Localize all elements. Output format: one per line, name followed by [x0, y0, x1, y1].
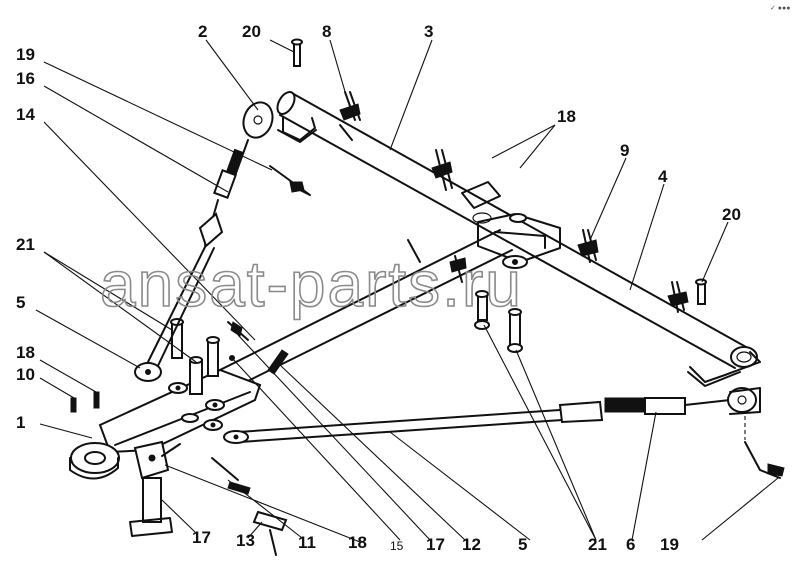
callout-20-right: 20 [722, 205, 741, 224]
callout-3: 3 [424, 22, 433, 41]
callout-21-left: 21 [16, 235, 35, 254]
callout-4: 4 [658, 167, 668, 186]
callout-11: 11 [298, 533, 316, 552]
callout-18-top: 18 [557, 107, 576, 126]
hitch-pins-and-clips [70, 38, 785, 556]
central-hinge-block [477, 213, 561, 269]
leader-lines [35, 39, 779, 543]
callout-15: 15 [390, 539, 404, 553]
callout-5-bottom: 5 [518, 535, 527, 554]
callout-1: 1 [16, 413, 25, 432]
callout-18-bottom: 18 [348, 533, 367, 552]
callout-16: 16 [16, 69, 35, 88]
callout-19-bottom: 19 [660, 535, 679, 554]
bolts-21 [474, 290, 523, 353]
jack-stand [129, 440, 181, 537]
callout-17-bottom: 17 [426, 535, 445, 554]
callout-14: 14 [16, 105, 35, 124]
callout-2: 2 [198, 22, 207, 41]
callout-20-top: 20 [242, 22, 261, 41]
corner-mark: ✓ ●●● [770, 5, 791, 12]
callout-10: 10 [16, 365, 35, 384]
callout-17-bottom-left: 17 [192, 528, 211, 547]
left-brace [134, 101, 274, 382]
callout-21-bottom: 21 [588, 535, 607, 554]
hitch-plate-assembly [69, 318, 262, 480]
callout-18-left: 18 [16, 343, 35, 362]
callout-13: 13 [236, 531, 255, 550]
watermark: ansat-parts.ru [100, 248, 523, 320]
callout-labels: 2 20 8 3 19 16 14 18 9 4 20 21 5 18 10 1… [16, 22, 741, 554]
callout-5-left: 5 [16, 293, 25, 312]
callout-12: 12 [462, 535, 481, 554]
callout-8: 8 [322, 22, 331, 41]
callout-9: 9 [620, 141, 629, 160]
callout-19-left: 19 [16, 45, 35, 64]
right-brace [223, 387, 761, 444]
callout-6: 6 [626, 535, 635, 554]
